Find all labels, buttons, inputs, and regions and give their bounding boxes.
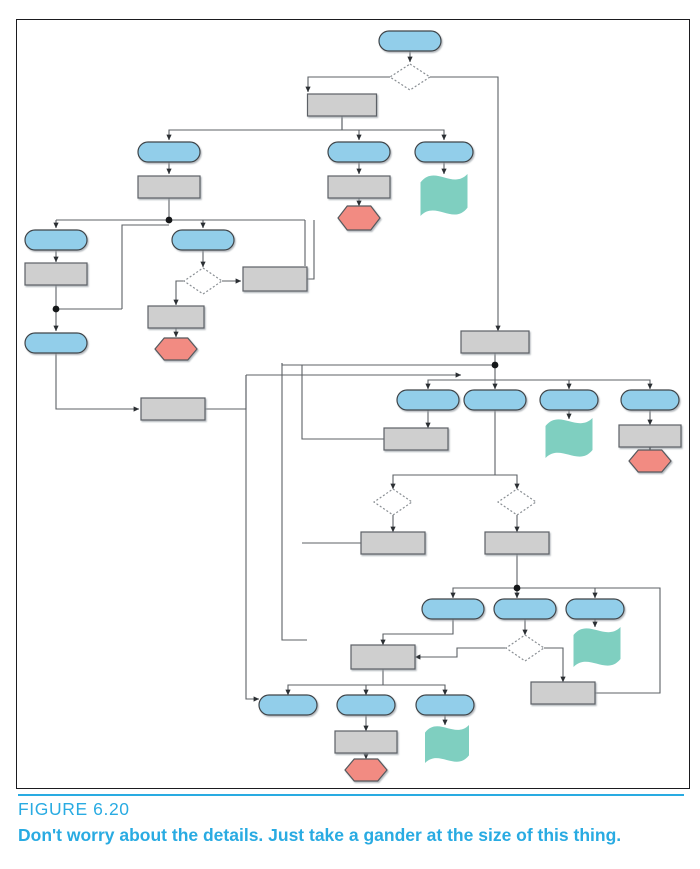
flow-node-terminus: [344, 758, 388, 782]
connector: [245, 375, 260, 702]
flow-node-terminator: [24, 332, 88, 354]
flow-node-process: [383, 427, 449, 451]
flow-node-process: [484, 531, 550, 555]
flow-node-decision: [372, 488, 414, 516]
figure-caption-text: Don't worry about the details. Just take…: [18, 825, 622, 846]
connector: [55, 353, 140, 412]
flow-node-terminator: [421, 598, 485, 620]
connector: [341, 116, 362, 141]
flow-node-process: [242, 266, 308, 292]
flow-node-terminus: [337, 205, 381, 231]
flow-node-document: [573, 627, 621, 667]
flow-node-decision: [504, 634, 546, 662]
connector: [544, 647, 566, 683]
connector: [517, 587, 598, 599]
flow-node-terminator: [493, 598, 557, 620]
connector: [342, 129, 447, 141]
caption-divider: [18, 794, 684, 796]
connector: [166, 116, 343, 141]
flow-node-document: [425, 725, 469, 763]
flow-node-terminator: [620, 389, 680, 411]
figure-number-label: FIGURE 6.20: [18, 799, 130, 819]
flow-node-process: [334, 730, 398, 754]
flow-node-terminator: [137, 141, 201, 163]
connector: [414, 647, 506, 660]
flow-node-process: [24, 262, 88, 286]
flow-node-terminator: [258, 694, 318, 716]
connector: [307, 220, 315, 280]
flow-node-process: [350, 644, 416, 670]
connector: [121, 224, 169, 309]
connector: [305, 76, 390, 93]
flow-node-terminator: [565, 598, 625, 620]
connector: [380, 619, 454, 646]
connector-layer: [53, 51, 661, 760]
flow-node-terminator: [463, 389, 527, 411]
flow-node-process: [137, 175, 201, 199]
connector: [450, 587, 517, 599]
flow-node-terminator: [539, 389, 599, 411]
flow-node-process: [140, 397, 206, 421]
flow-node-process: [147, 305, 205, 329]
flow-node-process: [530, 681, 596, 705]
connector: [390, 474, 495, 490]
flow-node-terminus: [628, 449, 672, 473]
connector: [495, 379, 572, 390]
junction-dot: [52, 305, 60, 313]
connector: [495, 379, 653, 390]
connector: [173, 280, 184, 306]
flow-node-terminator: [171, 229, 235, 251]
connector: [383, 684, 448, 696]
flow-node-process: [360, 531, 426, 555]
flow-node-process: [618, 424, 682, 448]
flow-node-process: [460, 330, 530, 354]
flow-node-terminator: [378, 30, 442, 52]
connector: [517, 587, 661, 694]
flow-node-terminator: [336, 694, 396, 716]
flow-node-terminator: [414, 141, 474, 163]
flow-node-terminator: [415, 694, 475, 716]
flow-node-process: [327, 175, 391, 199]
flow-node-terminator: [396, 389, 460, 411]
flow-node-terminator: [24, 229, 88, 251]
flow-node-decision: [496, 488, 538, 516]
figure-frame: [16, 19, 690, 789]
junction-dot: [165, 216, 173, 224]
connector: [301, 365, 384, 440]
junction-dot: [491, 361, 499, 369]
flow-node-document: [545, 418, 593, 458]
connector: [430, 76, 501, 332]
connector: [281, 363, 307, 641]
connector: [285, 684, 383, 696]
connector: [205, 375, 247, 410]
flow-node-terminator: [327, 141, 391, 163]
connector: [425, 379, 495, 390]
flowchart-diagram: [24, 30, 682, 782]
flow-node-terminus: [154, 337, 198, 361]
connector: [281, 363, 495, 366]
connector: [495, 474, 520, 490]
flow-node-decision: [182, 267, 224, 295]
junction-dot-layer: [52, 216, 521, 592]
connector: [363, 684, 383, 696]
flow-node-process: [306, 93, 378, 117]
flow-node-decision: [388, 63, 432, 91]
figure-caption-block: FIGURE 6.20 Don't worry about the detail…: [18, 800, 684, 846]
flow-node-document: [420, 174, 468, 216]
node-layer: [24, 30, 682, 782]
junction-dot: [513, 584, 521, 592]
